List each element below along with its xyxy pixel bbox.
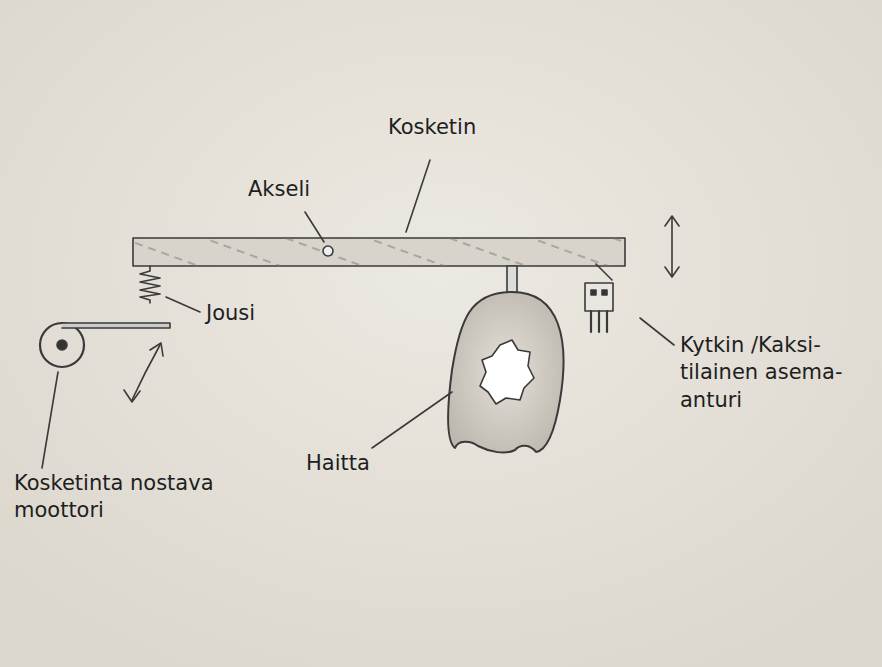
motor-shaft [57, 340, 67, 350]
part-label: Jousi [206, 300, 255, 327]
motion-arrow [132, 345, 160, 400]
leader-line [42, 372, 58, 468]
arrow-head [150, 343, 163, 356]
switch-pins [591, 311, 607, 332]
switch-hole [591, 290, 596, 295]
arrow-head [124, 390, 140, 402]
pivot-axle [323, 246, 333, 256]
motion-arrow [665, 216, 679, 277]
switch-body [585, 283, 613, 311]
leader-line [372, 392, 452, 448]
part-label: Haitta [306, 450, 370, 477]
leader-line [596, 264, 612, 280]
motor-wheel [40, 323, 84, 367]
part-label: Akseli [248, 176, 310, 203]
cam-hole [480, 340, 534, 404]
leader-line [305, 212, 324, 242]
spring [140, 266, 160, 303]
cam [448, 292, 563, 453]
part-label: Kytkin /Kaksi- tilainen asema- anturi [680, 332, 865, 414]
lever-hatching [133, 238, 625, 266]
part-label: Kosketin [388, 114, 476, 141]
leader-line [406, 160, 430, 232]
follower-stem [507, 266, 517, 294]
motor-arm [62, 323, 170, 328]
switch-hole [602, 290, 607, 295]
lever-bar [133, 238, 625, 266]
part-label: Kosketinta nostava moottori [14, 470, 254, 525]
leader-line [166, 297, 200, 312]
leader-line [640, 318, 674, 345]
